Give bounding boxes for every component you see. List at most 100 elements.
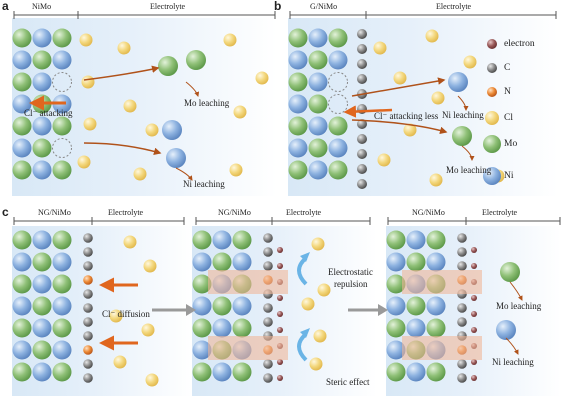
panel-c1-carbon-atom	[83, 289, 93, 299]
panel-c3-atom-ni	[426, 296, 446, 316]
electron-dot	[277, 295, 283, 301]
label-ni-leaching-c: Ni leaching	[492, 357, 534, 367]
panel-c3-carbon-atom	[457, 233, 467, 243]
header-a-left: NiMo	[32, 2, 52, 11]
graphene-carbon-atom	[357, 59, 367, 69]
graphene-carbon-atom	[357, 74, 367, 84]
panel-b-atom-mo	[308, 50, 328, 70]
legend-label-cl: Cl	[504, 113, 513, 123]
leached-mo-atom	[186, 50, 206, 70]
panel-c3-atom-ni	[406, 318, 426, 338]
panel-c2-atom-mo	[192, 230, 212, 250]
panel-c3-atom-ni	[386, 340, 406, 360]
chloride-ion	[425, 29, 439, 43]
chloride-ion	[393, 71, 407, 85]
panel-c2-atom-mo	[192, 274, 212, 294]
panel-a-atom-mo	[52, 28, 72, 48]
legend-nitrogen-icon	[487, 87, 497, 97]
header-c1-right: Electrolyte	[108, 208, 144, 217]
chloride-ion	[311, 237, 325, 251]
panel-c2-atom-mo	[232, 318, 252, 338]
panel-c2-carbon-atom	[263, 359, 273, 369]
legend-label-c: C	[504, 63, 511, 73]
panel-c2-atom-mo	[192, 362, 212, 382]
panel-c3-carbon-atom	[457, 303, 467, 313]
panel-c2-atom-mo	[192, 318, 212, 338]
panel-a-atom-mo	[12, 72, 32, 92]
label-ni-leaching-a: Ni leaching	[183, 179, 225, 189]
panel-c3-atom-mo	[386, 318, 406, 338]
panel-c2-atom-mo	[212, 252, 232, 272]
panel-a-atom-ni	[32, 116, 52, 136]
leached-mo-atom	[500, 262, 520, 282]
electron-dot	[277, 375, 283, 381]
graphene-carbon-atom	[357, 119, 367, 129]
panel-c1-atom-mo	[32, 296, 52, 316]
panel-c1-atom-mo	[12, 230, 32, 250]
panel-c3-atom-ni	[406, 230, 426, 250]
panel-c3-atom-ni	[386, 296, 406, 316]
panel-c2-carbon-atom	[263, 261, 273, 271]
panel-c1-atom-ni	[32, 274, 52, 294]
panel-c3-atom-ni	[406, 362, 426, 382]
label-mo-leaching-b: Mo leaching	[446, 165, 492, 175]
panel-a-atom-vacancy	[52, 72, 72, 92]
panel-c2-atom-mo	[212, 296, 232, 316]
leached-ni-atom	[496, 320, 516, 340]
panel-c2-atom-ni	[192, 252, 212, 272]
panel-a-atom-mo	[12, 160, 32, 180]
chloride-ion	[145, 373, 159, 387]
graphene-carbon-atom	[357, 164, 367, 174]
panel-b-atom-ni	[328, 138, 348, 158]
steric-highlights	[208, 270, 482, 360]
chloride-ion	[109, 309, 123, 323]
panel-a-atom-mo	[52, 116, 72, 136]
panel-b-atom-mo	[288, 28, 308, 48]
panel-a-atom-mo	[52, 160, 72, 180]
arrow-ni-down-b	[457, 95, 469, 111]
panel-c1-carbon-atom	[83, 317, 93, 327]
panel-a-atom-ni	[32, 160, 52, 180]
header-b-right: Electrolyte	[436, 2, 472, 11]
panel-c2-atom-ni	[212, 230, 232, 250]
chloride-ion	[143, 259, 157, 273]
panel-c3-atom-mo	[406, 252, 426, 272]
chloride-ion	[255, 71, 269, 85]
electron-dot	[277, 327, 283, 333]
panel-c1-nitrogen-atom	[83, 345, 93, 355]
electron-dot	[277, 247, 283, 253]
panel-b-atom-ni	[288, 138, 308, 158]
electron-dot	[277, 311, 283, 317]
panel-c2-carbon-atom	[263, 317, 273, 327]
legend-label-electron: electron	[504, 39, 535, 49]
panel-b-atom-ni	[288, 50, 308, 70]
panel-c1-carbon-atom	[83, 247, 93, 257]
panel-c3-atom-mo	[386, 274, 406, 294]
panel-c1-atom-mo	[32, 340, 52, 360]
panel-c1-atom-ni	[52, 296, 72, 316]
panel-c3-atom-mo	[386, 362, 406, 382]
arrow-mo-down-a	[185, 81, 200, 97]
panel-c2-carbon-atom	[263, 233, 273, 243]
arrow-ni-leaching-b	[351, 77, 446, 97]
header-a-right: Electrolyte	[150, 2, 186, 11]
panel-a-atom-ni	[12, 50, 32, 70]
panel-c1-carbon-atom	[83, 261, 93, 271]
panel-c3-atom-mo	[426, 230, 446, 250]
electron-dot	[471, 295, 477, 301]
panel-c1-carbon-atom	[83, 373, 93, 383]
chloride-ion	[301, 297, 315, 311]
electron-dot	[471, 247, 477, 253]
panel-b-atom-vacancy	[328, 72, 348, 92]
electron-dot	[471, 327, 477, 333]
panel-c1-atom-mo	[12, 274, 32, 294]
electron-dot	[277, 263, 283, 269]
header-rulers	[13, 11, 561, 225]
panel-a-atom-ni	[52, 50, 72, 70]
panel-c1-atom-mo	[52, 318, 72, 338]
panel-c2-atom-ni	[192, 296, 212, 316]
panel-c1-nitrogen-atom	[83, 275, 93, 285]
legend-label-mo: Mo	[504, 139, 518, 149]
arrow-mo-leaching-b	[351, 119, 448, 135]
arrow-layer	[29, 65, 523, 362]
